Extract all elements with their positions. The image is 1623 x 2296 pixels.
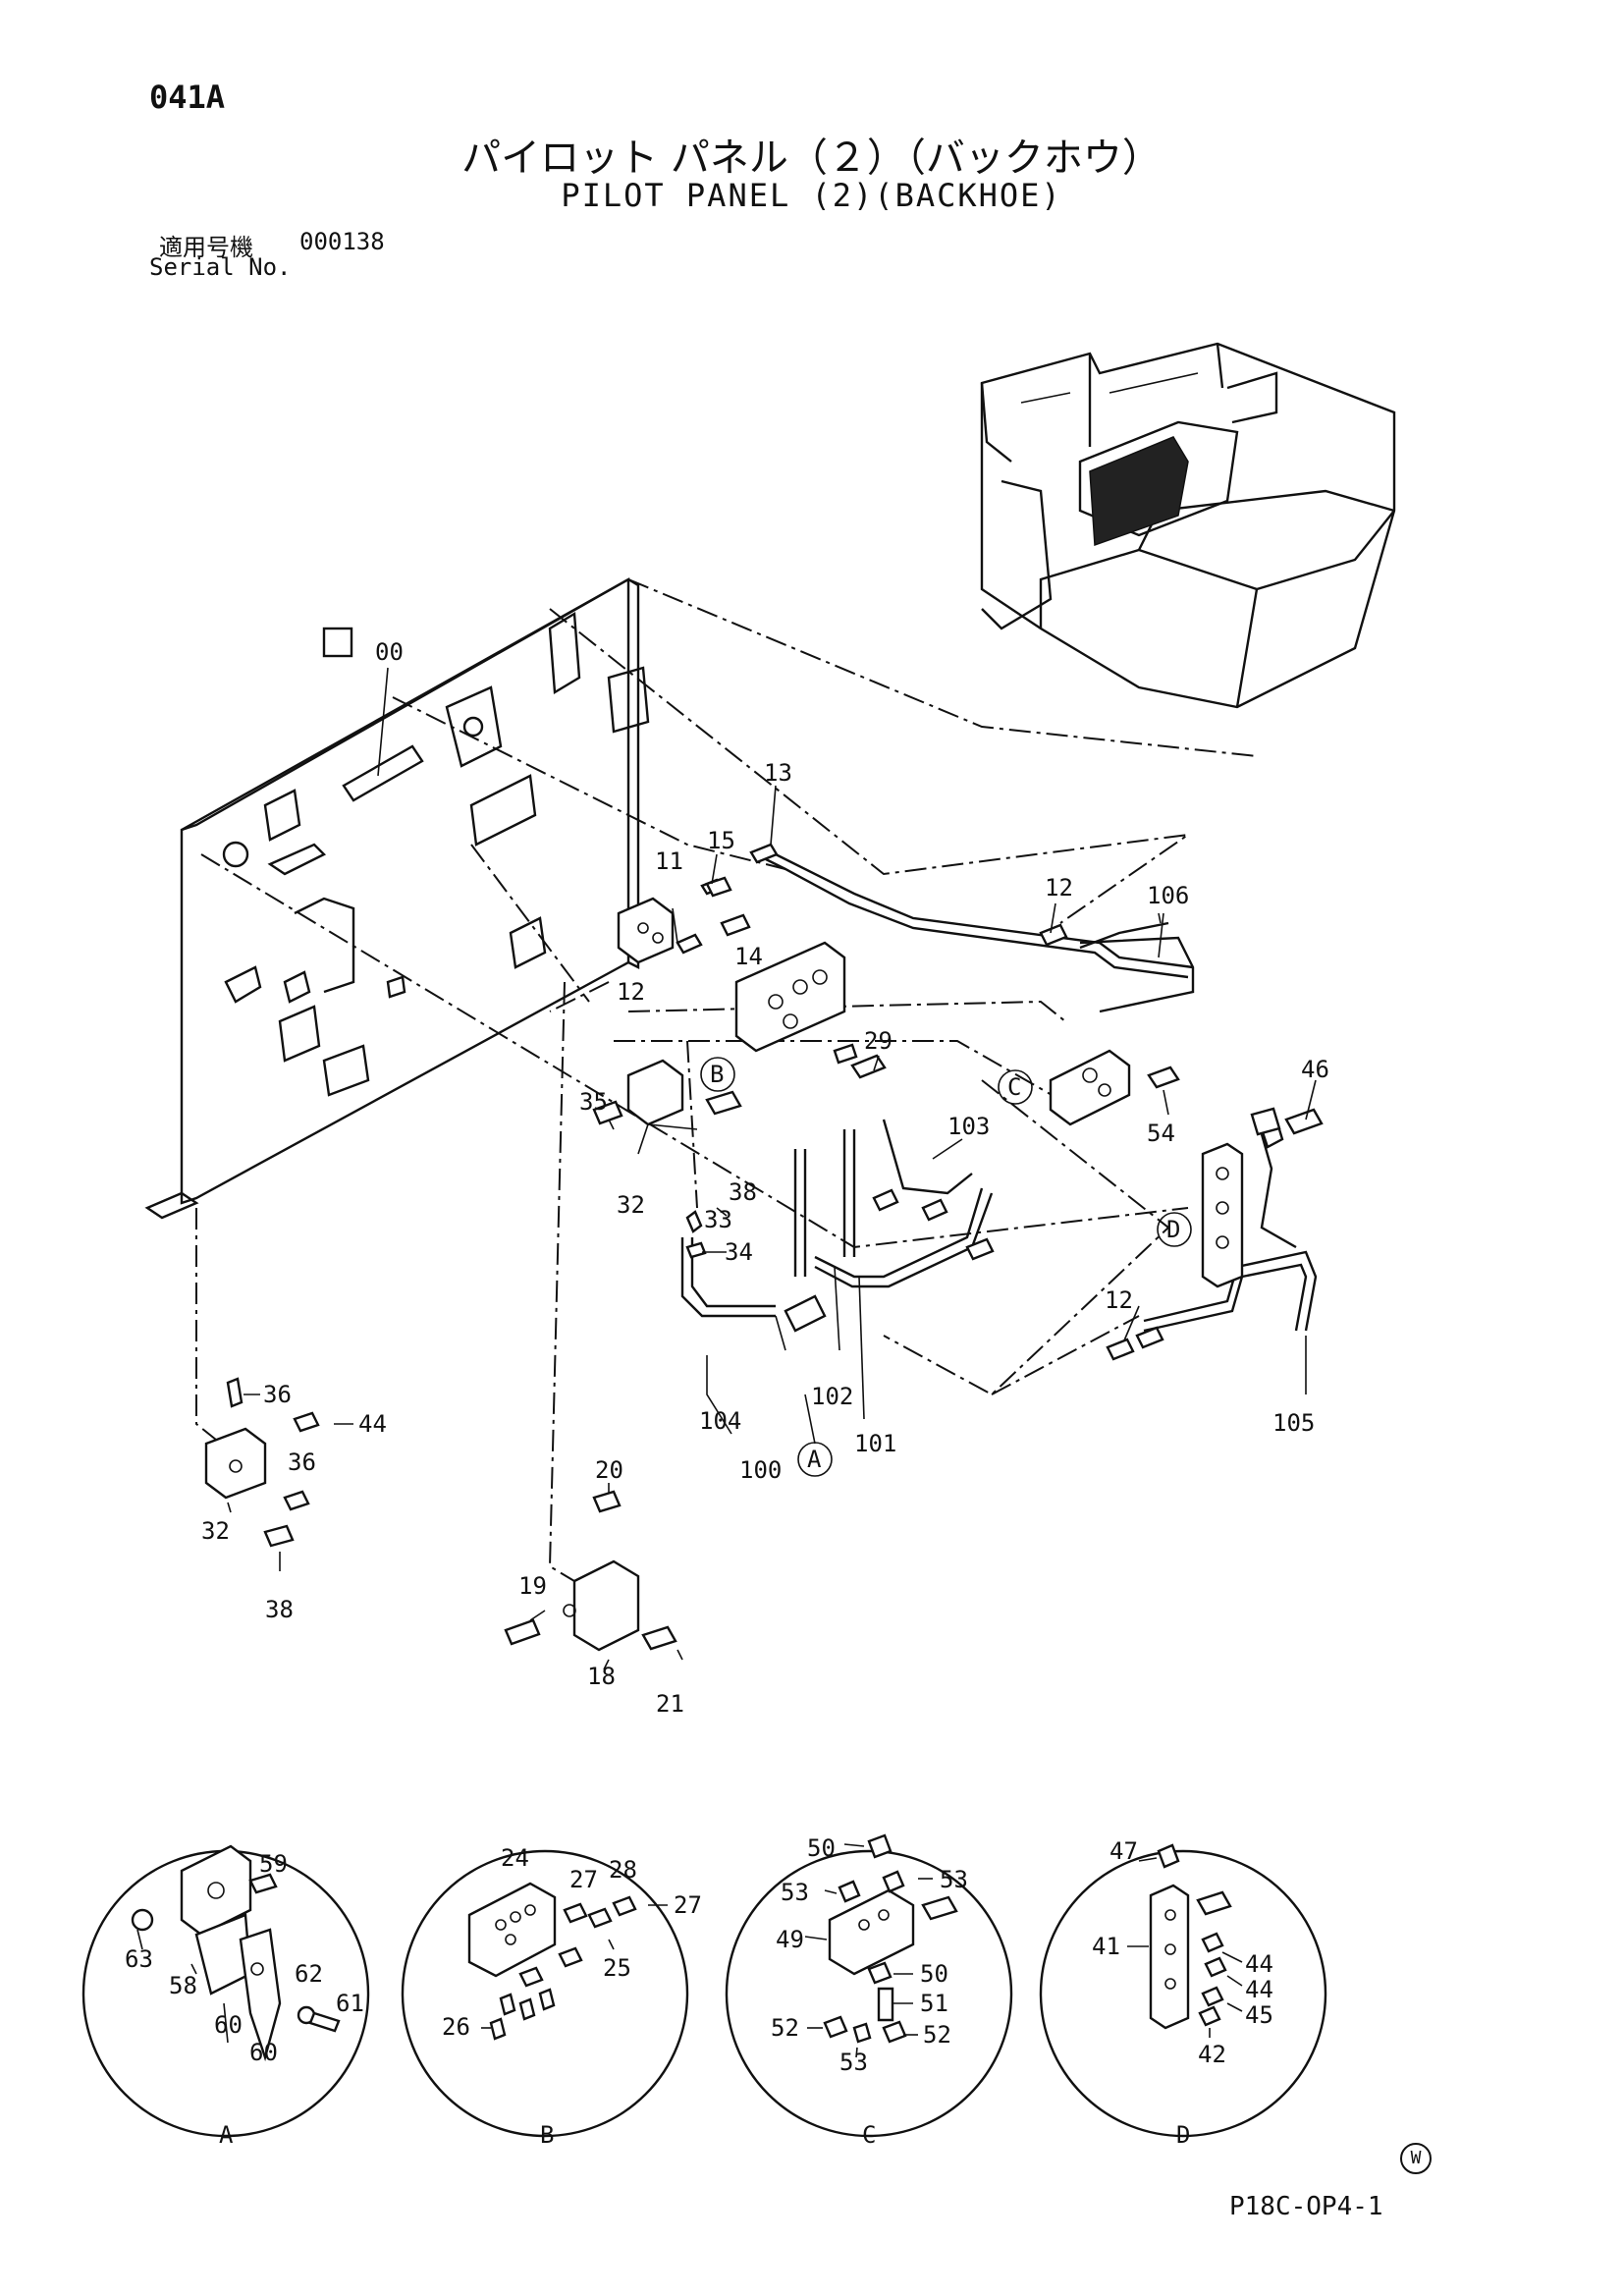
callout-12-right: 12 bbox=[1105, 1286, 1133, 1314]
detail-a-callout-61: 61 bbox=[336, 1990, 364, 2017]
callout-100: 100 bbox=[739, 1456, 782, 1484]
callout-54: 54 bbox=[1147, 1120, 1175, 1147]
detail-a-callout-62: 62 bbox=[295, 1960, 323, 1988]
detail-d-label: D bbox=[1176, 2121, 1190, 2149]
view-marker-a: A bbox=[807, 1446, 822, 1473]
hydraulic-tubes bbox=[680, 847, 1318, 1333]
view-markers: B C D A bbox=[700, 1057, 1192, 1477]
detail-view-b: 24 27 28 27 25 26 B bbox=[401, 1844, 702, 2149]
serial-label-english: Serial No. bbox=[149, 253, 292, 281]
callout-20: 20 bbox=[595, 1456, 623, 1484]
detail-c-callout-52-right: 52 bbox=[923, 2021, 951, 2049]
detail-d-callout-47: 47 bbox=[1109, 1837, 1138, 1865]
detail-d-callout-44-bottom: 44 bbox=[1245, 1976, 1273, 2003]
callout-29: 29 bbox=[864, 1027, 893, 1055]
callout-15: 15 bbox=[707, 827, 735, 854]
detail-c-callout-52-left: 52 bbox=[771, 2014, 799, 2042]
callout-103: 103 bbox=[947, 1113, 990, 1140]
detail-a-label: A bbox=[219, 2121, 234, 2149]
detail-b-callout-24: 24 bbox=[501, 1844, 529, 1872]
callout-34: 34 bbox=[725, 1238, 753, 1266]
callout-12-top: 12 bbox=[1045, 874, 1073, 902]
chain-lines bbox=[195, 578, 1258, 1582]
machine-overview-illustration bbox=[980, 342, 1396, 709]
detail-b-callout-27-right: 27 bbox=[674, 1891, 702, 1919]
callout-46: 46 bbox=[1301, 1056, 1329, 1083]
callout-19: 19 bbox=[518, 1572, 547, 1600]
detail-c-callout-53-right: 53 bbox=[940, 1866, 968, 1893]
title-english: PILOT PANEL (2)(BACKHOE) bbox=[561, 177, 1062, 214]
callout-14: 14 bbox=[734, 943, 763, 970]
callout-33: 33 bbox=[704, 1206, 732, 1233]
watermark-w-icon: W bbox=[1400, 2143, 1432, 2174]
detail-a-callout-60-left: 60 bbox=[214, 2011, 243, 2039]
detail-c-callout-53-left: 53 bbox=[781, 1879, 809, 1906]
detail-b-callout-28: 28 bbox=[609, 1856, 637, 1884]
serial-label-japanese: 適用号機 bbox=[159, 234, 253, 261]
detail-d-callout-44-top: 44 bbox=[1245, 1950, 1273, 1978]
title-japanese: パイロット パネル（２）（バックホウ） bbox=[461, 136, 1162, 181]
callout-36-right: 36 bbox=[288, 1449, 316, 1476]
callout-105: 105 bbox=[1272, 1409, 1315, 1437]
callout-12-left: 12 bbox=[617, 978, 645, 1006]
callout-13: 13 bbox=[764, 759, 792, 787]
view-marker-c: C bbox=[1007, 1073, 1021, 1101]
valve-blocks bbox=[204, 897, 1244, 1652]
callout-00: 00 bbox=[375, 638, 404, 666]
detail-a-callout-58: 58 bbox=[169, 1972, 197, 1999]
callout-38-top: 38 bbox=[729, 1178, 757, 1206]
detail-d-callout-41: 41 bbox=[1092, 1933, 1120, 1960]
detail-c-callout-53-bottom: 53 bbox=[839, 2049, 868, 2076]
detail-c-callout-49: 49 bbox=[776, 1926, 804, 1953]
detail-b-label: B bbox=[540, 2121, 554, 2149]
detail-b-callout-27-top: 27 bbox=[569, 1866, 598, 1893]
callout-21: 21 bbox=[656, 1690, 684, 1718]
document-id: P18C-OP4-1 bbox=[1229, 2192, 1383, 2221]
page-code: 041A bbox=[149, 79, 226, 116]
detail-view-c: 50 53 53 49 50 51 52 52 53 C bbox=[725, 1833, 1013, 2149]
callout-32-top: 32 bbox=[617, 1191, 645, 1219]
view-marker-d: D bbox=[1166, 1216, 1180, 1243]
callout-44: 44 bbox=[358, 1410, 387, 1438]
detail-a-callout-60-bottom: 60 bbox=[249, 2039, 278, 2066]
detail-d-callout-42: 42 bbox=[1198, 2041, 1226, 2068]
detail-c-callout-50-top: 50 bbox=[807, 1834, 836, 1862]
detail-a-callout-59: 59 bbox=[259, 1850, 288, 1878]
detail-view-d: 47 41 44 44 45 42 D bbox=[1039, 1837, 1327, 2149]
detail-c-callout-50-right: 50 bbox=[920, 1960, 948, 1988]
callout-leaders bbox=[227, 667, 1317, 1670]
main-callouts: 00 13 15 11 14 12 12 106 46 29 54 103 35… bbox=[201, 638, 1329, 1718]
detail-b-callout-25: 25 bbox=[603, 1954, 631, 1982]
detail-c-callout-51: 51 bbox=[920, 1990, 948, 2017]
detail-c-label: C bbox=[862, 2121, 876, 2149]
detail-a-callout-63: 63 bbox=[125, 1945, 153, 1973]
callout-38-left: 38 bbox=[265, 1596, 294, 1623]
callout-36-top: 36 bbox=[263, 1381, 292, 1408]
callout-35: 35 bbox=[579, 1088, 608, 1116]
detail-view-a: 59 63 58 60 60 62 61 A bbox=[81, 1844, 370, 2149]
callout-18: 18 bbox=[587, 1663, 616, 1690]
detail-b-callout-26: 26 bbox=[442, 2013, 470, 2041]
callout-101: 101 bbox=[854, 1430, 896, 1457]
callout-32-left: 32 bbox=[201, 1517, 230, 1545]
callout-106: 106 bbox=[1147, 882, 1189, 909]
pilot-panel-plate bbox=[144, 576, 650, 1220]
callout-102: 102 bbox=[811, 1383, 853, 1410]
detail-d-callout-45: 45 bbox=[1245, 2001, 1273, 2029]
serial-number: 000138 bbox=[299, 228, 385, 255]
callout-11: 11 bbox=[655, 847, 683, 875]
callout-104: 104 bbox=[699, 1407, 741, 1435]
view-marker-b: B bbox=[710, 1061, 724, 1088]
